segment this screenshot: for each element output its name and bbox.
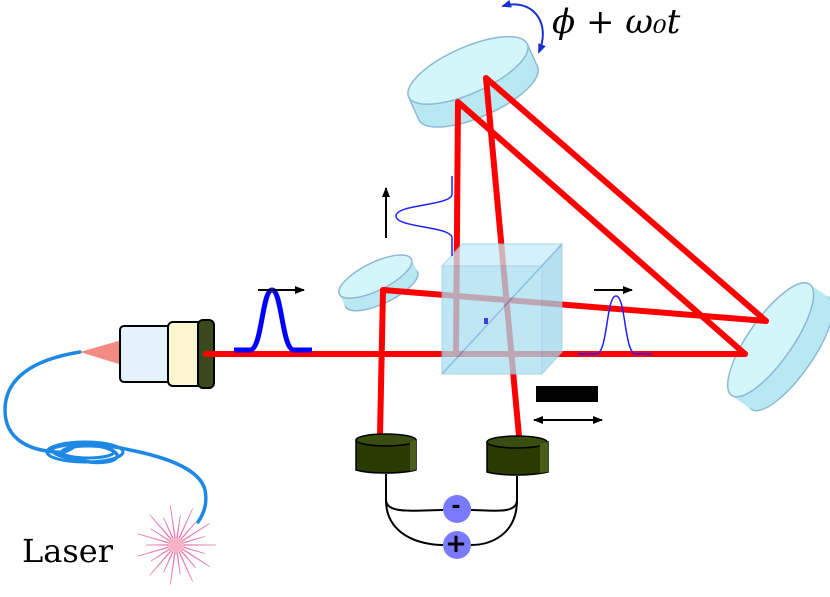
- small-mirror: [338, 254, 419, 312]
- phase-label: ϕ + ω₀t: [552, 2, 681, 42]
- input-pulse: [234, 286, 312, 353]
- photodetector-icon: [355, 433, 417, 474]
- phase-rotation-arrow: [501, 0, 546, 54]
- fiber-collimator-icon: [80, 319, 215, 389]
- minus-terminal: [443, 495, 471, 523]
- right-mirror: [726, 281, 830, 412]
- top-mirror: [407, 35, 539, 128]
- output-pulse-up: [382, 176, 453, 256]
- translation-stage-icon: [533, 386, 603, 424]
- beam-return: [377, 287, 769, 439]
- optical-fiber: [3, 350, 208, 524]
- minus-sign: -: [451, 494, 461, 519]
- plus-sign: +: [445, 529, 467, 559]
- plus-terminal: [443, 531, 471, 559]
- beam-splitter-cube: [440, 242, 564, 376]
- photodetector-icon: [486, 435, 549, 476]
- laser-starburst-icon: [137, 505, 217, 585]
- detector-wiring: [385, 474, 518, 546]
- output-pulse-right: [578, 286, 652, 355]
- laser-label: Laser: [22, 532, 113, 570]
